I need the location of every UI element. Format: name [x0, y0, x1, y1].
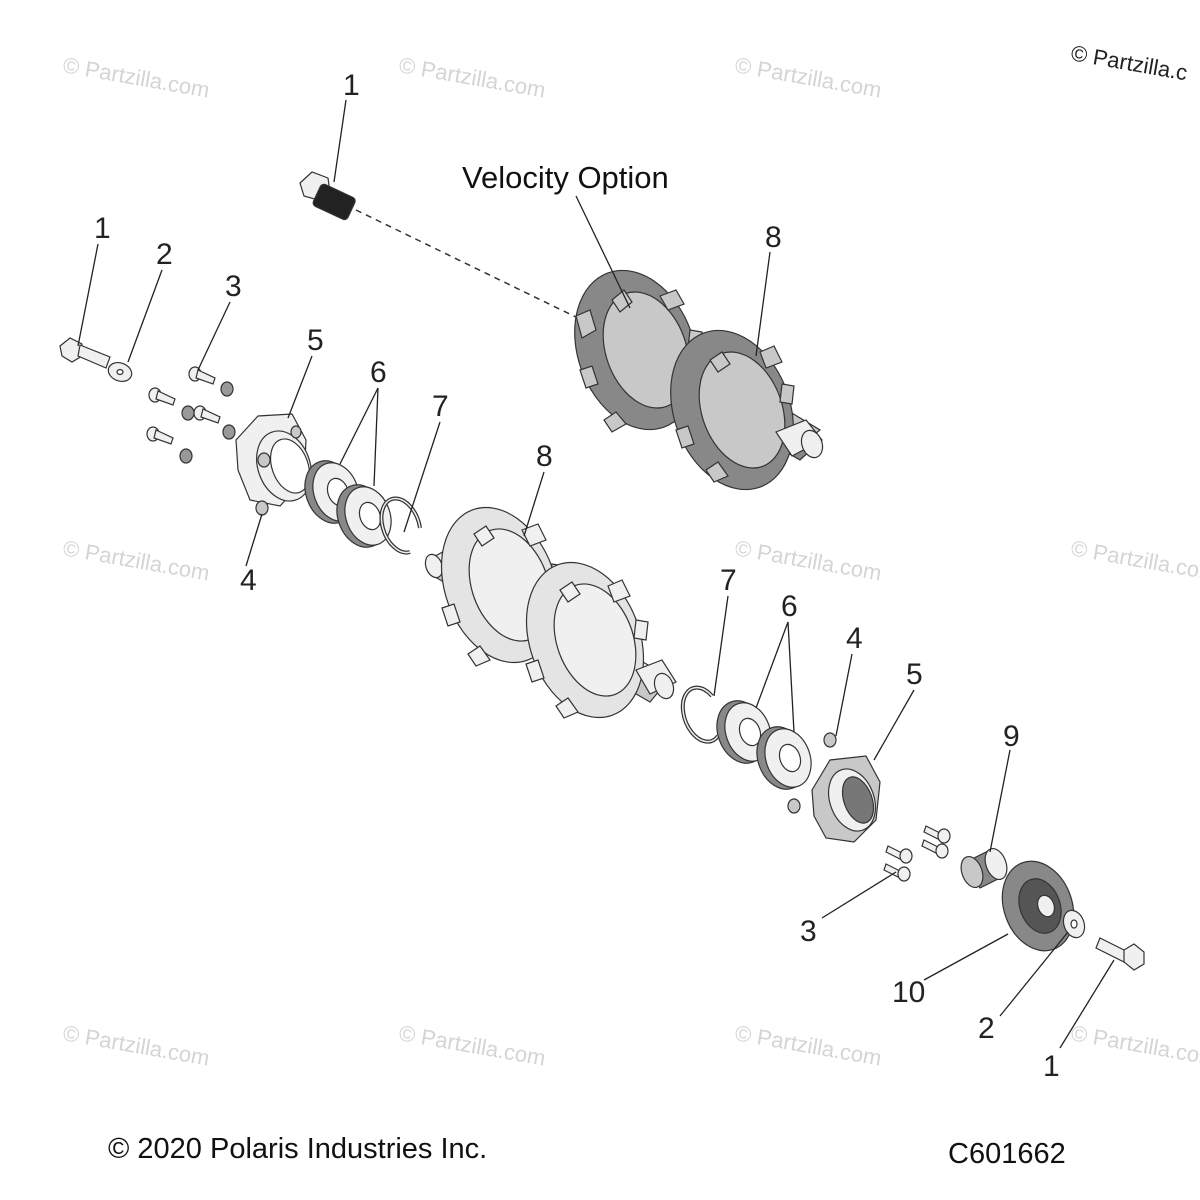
left-hardware: [59, 337, 236, 464]
leader-lines: [77, 99, 1115, 1049]
callout-2-right: 2: [978, 1012, 995, 1045]
callout-6-right: 6: [781, 590, 798, 623]
right-bearing-housing: [787, 732, 881, 843]
left-bearings: [304, 460, 392, 548]
callout-3-left: 3: [225, 270, 242, 303]
velocity-option-label: Velocity Option: [462, 160, 669, 195]
callout-10: 10: [892, 976, 925, 1009]
right-bearings: [716, 700, 812, 790]
right-circlip: [680, 685, 720, 744]
left-circlip: [379, 496, 422, 555]
diagram-code: C601662: [948, 1138, 1066, 1170]
watermark: © Partzilla.com: [61, 535, 211, 585]
right-bolt: [1095, 937, 1145, 971]
top-bolt: [299, 171, 583, 321]
copyright-text: © 2020 Polaris Industries Inc.: [108, 1133, 488, 1165]
watermark: © Partzilla.com: [1069, 1020, 1200, 1070]
main-drive-shaft: [424, 506, 677, 719]
callout-6-left: 6: [370, 356, 387, 389]
callout-5-right: 5: [906, 658, 923, 691]
watermark-top-right: © Partzilla.c: [1069, 40, 1189, 85]
callout-8-top: 8: [765, 221, 782, 254]
callout-2-left: 2: [156, 238, 173, 271]
watermark: © Partzilla.com: [1069, 535, 1200, 585]
callout-7-left: 7: [432, 390, 449, 423]
drive-sprocket: [1001, 860, 1075, 952]
watermark: © Partzilla.com: [61, 1020, 211, 1070]
watermark: © Partzilla.com: [733, 1020, 883, 1070]
callouts: Velocity Option 1 1 2 3 5 6 7 4 8 8 7 6 …: [94, 69, 1060, 1083]
callout-1-left: 1: [94, 212, 111, 245]
callout-9: 9: [1003, 720, 1020, 753]
spacer: [960, 847, 1008, 889]
callout-8-mid: 8: [536, 440, 553, 473]
callout-1-top: 1: [343, 69, 360, 102]
left-bearing-housing: [235, 413, 312, 516]
watermark: © Partzilla.com: [733, 52, 883, 102]
callout-1-right: 1: [1043, 1050, 1060, 1083]
right-screws: [883, 825, 951, 882]
watermark: © Partzilla.com: [397, 1020, 547, 1070]
callout-7-right: 7: [720, 564, 737, 597]
watermark: © Partzilla.com: [61, 52, 211, 102]
callout-5-left: 5: [307, 324, 324, 357]
callout-4-left: 4: [240, 564, 257, 597]
watermark: © Partzilla.com: [397, 52, 547, 102]
right-washer: [1062, 909, 1086, 939]
callout-4-right: 4: [846, 622, 863, 655]
velocity-drive-shaft: [574, 269, 824, 491]
watermark: © Partzilla.com: [733, 535, 883, 585]
callout-3-right: 3: [800, 915, 817, 948]
